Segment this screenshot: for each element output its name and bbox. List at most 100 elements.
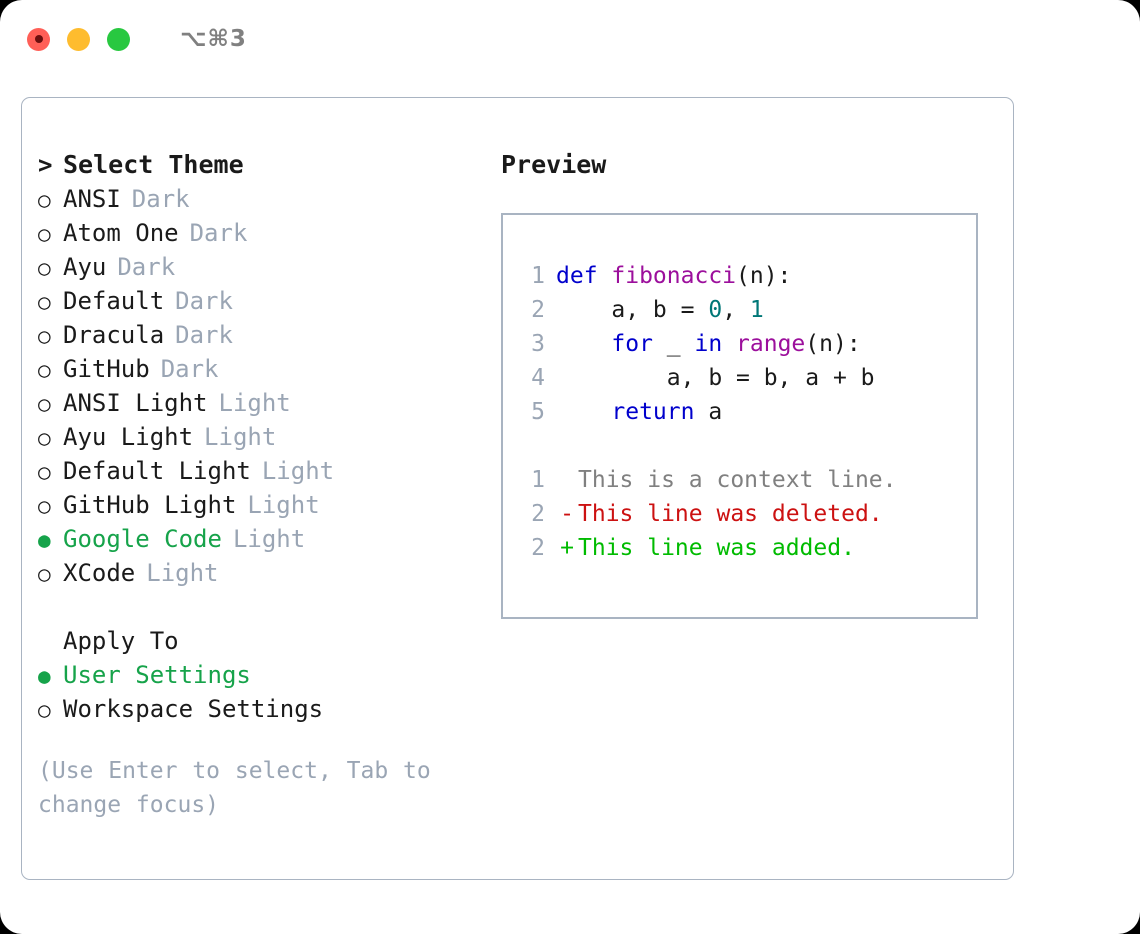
code-text: a, b = 0, 1 (556, 293, 764, 327)
apply-to-option[interactable]: ○ Workspace Settings (38, 692, 478, 726)
line-number: 3 (531, 331, 545, 357)
diff-sign (556, 463, 578, 497)
theme-list-item[interactable]: ○ Ayu Dark (38, 250, 478, 284)
radio-unselected-icon: ○ (38, 562, 51, 586)
theme-variant-tag: Dark (175, 321, 233, 349)
theme-name-label: Ayu (63, 253, 107, 281)
code-token: in (694, 331, 723, 357)
radio-selected-icon: ● (38, 664, 51, 688)
radio-unselected-icon: ○ (38, 494, 51, 518)
code-token: def (556, 263, 612, 289)
list-spacer (38, 590, 478, 624)
code-token: (n): (736, 263, 792, 289)
zoom-button[interactable] (107, 27, 130, 51)
theme-name-label: Default (63, 287, 165, 315)
prompt-caret-icon: > (38, 151, 53, 179)
code-token: return (611, 399, 695, 425)
code-token: , (722, 297, 750, 323)
apply-to-label: Workspace Settings (63, 695, 324, 723)
theme-list-item[interactable]: ○ GitHub Light Light (38, 488, 478, 522)
radio-unselected-icon: ○ (38, 460, 51, 484)
apply-to-title: Apply To (63, 627, 179, 655)
line-number: 5 (531, 399, 545, 425)
radio-unselected-icon: ○ (38, 426, 51, 450)
code-token: a, b = (556, 297, 709, 323)
theme-name-label: GitHub (63, 355, 150, 383)
diff-line: 1 This is a context line. (517, 463, 976, 497)
diff-text: This line was added. (578, 535, 855, 561)
close-button[interactable] (27, 27, 50, 51)
code-token: (n): (805, 331, 861, 357)
code-line: 4 a, b = b, a + b (517, 361, 976, 395)
theme-variant-tag: Light (261, 457, 335, 485)
recording-indicator-icon (34, 35, 43, 43)
code-token (722, 331, 736, 357)
theme-name-label: Default Light (63, 457, 251, 485)
line-number: 2 (531, 297, 545, 323)
diff-line: 2+This line was added. (517, 531, 976, 565)
theme-list-item[interactable]: ○ GitHub Dark (38, 352, 478, 386)
line-number: 2 (531, 535, 545, 561)
radio-unselected-icon: ○ (38, 222, 51, 246)
title-bar: ⌥⌘3 (0, 0, 1140, 78)
theme-name-label: Atom One (63, 219, 179, 247)
minimize-button[interactable] (67, 27, 90, 51)
code-line: 3 for _ in range(n): (517, 327, 976, 361)
theme-list-item[interactable]: ● Google Code Light (38, 522, 478, 556)
keyboard-hint-text: (Use Enter to select, Tab to change focu… (38, 758, 431, 818)
theme-name-label: ANSI Light (63, 389, 208, 417)
code-diff-gap (517, 429, 976, 463)
radio-unselected-icon: ○ (38, 392, 51, 416)
radio-unselected-icon: ○ (38, 358, 51, 382)
theme-variant-tag: Dark (160, 355, 219, 383)
theme-variant-tag: Dark (131, 185, 190, 213)
diff-line: 2-This line was deleted. (517, 497, 976, 531)
code-line: 2 a, b = 0, 1 (517, 293, 976, 327)
apply-to-list: ● User Settings ○ Workspace Settings (38, 658, 478, 726)
radio-selected-icon: ● (38, 528, 51, 552)
preview-title: Preview (501, 150, 607, 179)
diff-text: This line was deleted. (578, 501, 883, 527)
code-text: def fibonacci(n): (556, 259, 791, 293)
radio-unselected-icon: ○ (38, 698, 51, 722)
theme-variant-tag: Dark (175, 287, 233, 315)
code-token: 1 (749, 297, 764, 323)
apply-to-label: User Settings (63, 661, 251, 689)
apply-to-option[interactable]: ● User Settings (38, 658, 478, 692)
code-text: a, b = b, a + b (556, 361, 875, 395)
theme-name-label: GitHub Light (63, 491, 237, 519)
theme-list-header: > Select Theme (38, 148, 478, 182)
code-token (556, 399, 611, 425)
keyboard-shortcut-label: ⌥⌘3 (180, 26, 247, 52)
theme-name-label: Google Code (63, 525, 222, 553)
theme-variant-tag: Light (232, 525, 306, 553)
window-controls (27, 27, 130, 51)
theme-variant-tag: Light (146, 559, 219, 587)
radio-unselected-icon: ○ (38, 256, 51, 280)
theme-variant-tag: Light (247, 491, 320, 519)
code-line: 5 return a (517, 395, 976, 429)
theme-name-label: Ayu Light (63, 423, 194, 451)
radio-unselected-icon: ○ (38, 324, 51, 348)
code-token: a (694, 399, 723, 425)
code-text: return a (556, 395, 722, 429)
theme-list-item[interactable]: ○ Default Light Light (38, 454, 478, 488)
theme-variant-tag: Dark (117, 253, 176, 281)
code-token: range (736, 331, 806, 357)
theme-variant-tag: Dark (189, 219, 248, 247)
theme-list-item[interactable]: ○ Atom One Dark (38, 216, 478, 250)
line-number: 1 (531, 467, 545, 493)
